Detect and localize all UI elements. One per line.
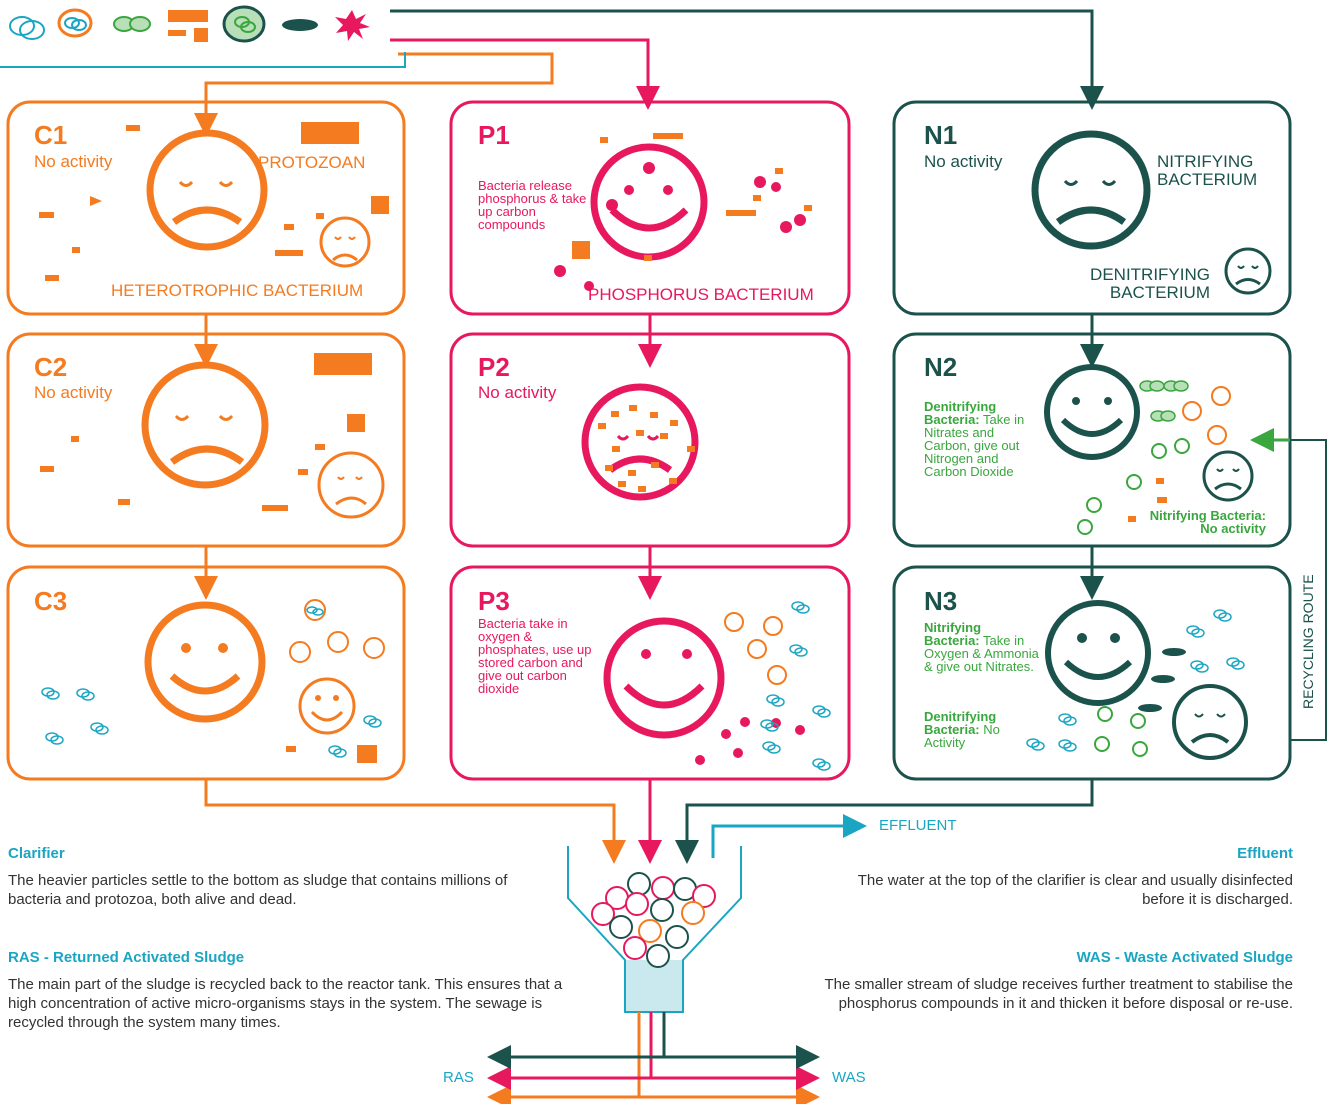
phosphorus-face-sad [581, 383, 699, 501]
nitrate-pill-icon [282, 19, 318, 31]
protozoan-label: PROTOZOAN [258, 153, 366, 172]
denitrifying-face-happy [1044, 364, 1140, 460]
n2-denit-text: Take in Nitrates and Carbon, give out Ni… [924, 412, 1025, 479]
panel-c2-note: No activity [34, 383, 113, 402]
ras-heading: RAS - Returned Activated Sludge [8, 949, 245, 966]
nitrifying-face-happy [1045, 600, 1151, 706]
was-heading: WAS - Waste Activated Sludge [1076, 949, 1293, 966]
denitrifying-label: DENITRIFYING BACTERIUM [1090, 265, 1210, 302]
n3-nitr-text: Take in Oxygen & Ammonia & give out Nitr… [924, 633, 1039, 674]
panel-n1-note: No activity [924, 152, 1003, 171]
effluent-text: The water at the top of the clarifier is… [857, 872, 1293, 908]
denitrifying-face-sad [1224, 247, 1272, 295]
clarifier-heading: Clarifier [8, 845, 65, 862]
legend-icons [9, 5, 370, 43]
clarifier-vessel-fill [625, 960, 683, 1012]
n3-nitr-title: Nitrifying Bacteria: [924, 620, 982, 648]
n2-nitr-title: Nitrifying Bacteria: [1149, 508, 1266, 523]
effluent-label: EFFLUENT [879, 817, 957, 834]
green-bacteria-icon [113, 16, 151, 32]
n2-nitr-text: No activity [1200, 521, 1266, 536]
nitrifying-face-sad [1031, 130, 1151, 250]
nitrifying-label: NITRIFYING BACTERIUM [1157, 152, 1258, 189]
was-label: WAS [832, 1069, 866, 1086]
panel-p3-id: P3 [478, 586, 510, 616]
n2-denit-title: Denitrifying Bacteria: [924, 399, 997, 427]
panel-p3-note: Bacteria take in oxygen & phosphates, us… [478, 616, 592, 696]
panel-p2-id: P2 [478, 352, 510, 382]
green-protozoa-icon [222, 5, 266, 43]
panel-n2-nitrifying-note: Nitrifying Bacteria: No activity [1144, 509, 1266, 535]
phosphorus-label: PHOSPHORUS BACTERIUM [588, 285, 814, 304]
denitrifying-face-sad-n3 [1172, 684, 1248, 760]
panel-c3-id: C3 [34, 586, 68, 616]
panel-n2-denitrifying-note: Denitrifying Bacteria: Take in Nitrates … [924, 400, 1039, 478]
nitrifying-face-sad-n2 [1202, 450, 1254, 502]
clarifier-text: The heavier particles settle to the bott… [8, 872, 508, 908]
ras-text: The main part of the sludge is recycled … [8, 976, 563, 1031]
heterotrophic-face-sad-c2 [141, 361, 269, 489]
heterotrophic-label: HETEROTROPHIC BACTERIUM [111, 281, 364, 300]
protozoa-icon [57, 8, 93, 38]
n3-denit-title: Denitrifying Bacteria: [924, 709, 997, 737]
ras-label: RAS [443, 1069, 474, 1086]
protozoan-face-sad [319, 216, 371, 268]
clarifier-vessel [567, 846, 742, 1013]
panel-p2-note: No activity [478, 383, 557, 402]
panel-n1-id: N1 [924, 120, 958, 150]
panel-n2-id: N2 [924, 352, 958, 382]
phosphate-star-icon [335, 10, 370, 41]
panel-p1-note: Bacteria release phosphorus & take up ca… [478, 178, 587, 232]
panel-c1-note: No activity [34, 152, 113, 171]
panel-n3-denitrifying-note: Denitrifying Bacteria: No Activity [924, 710, 1024, 749]
panel-c3 [6, 565, 406, 781]
phosphorus-face-happy-p3 [603, 617, 725, 739]
protozoan-face-happy [298, 677, 356, 735]
was-text: The smaller stream of sludge receives fu… [824, 976, 1293, 1012]
heterotrophic-face-sad [146, 129, 268, 251]
bacteria-icon [9, 16, 45, 40]
panel-p2 [449, 332, 851, 548]
heterotrophic-face-happy [144, 601, 266, 723]
panel-p1-id: P1 [478, 120, 510, 150]
carbon-blocks-icon [168, 10, 208, 42]
recycling-route-line [1257, 432, 1327, 741]
panel-n3-id: N3 [924, 586, 958, 616]
panel-c1-id: C1 [34, 120, 68, 150]
panel-n3-nitrifying-note: Nitrifying Bacteria: Take in Oxygen & Am… [924, 621, 1039, 673]
recycling-route-label: RECYCLING ROUTE [1300, 574, 1316, 709]
panel-c2-id: C2 [34, 352, 68, 382]
n3-denit-text: No Activity [924, 722, 1000, 750]
effluent-heading: Effluent [1237, 845, 1293, 862]
protozoan-face-sad-c2 [317, 451, 385, 519]
